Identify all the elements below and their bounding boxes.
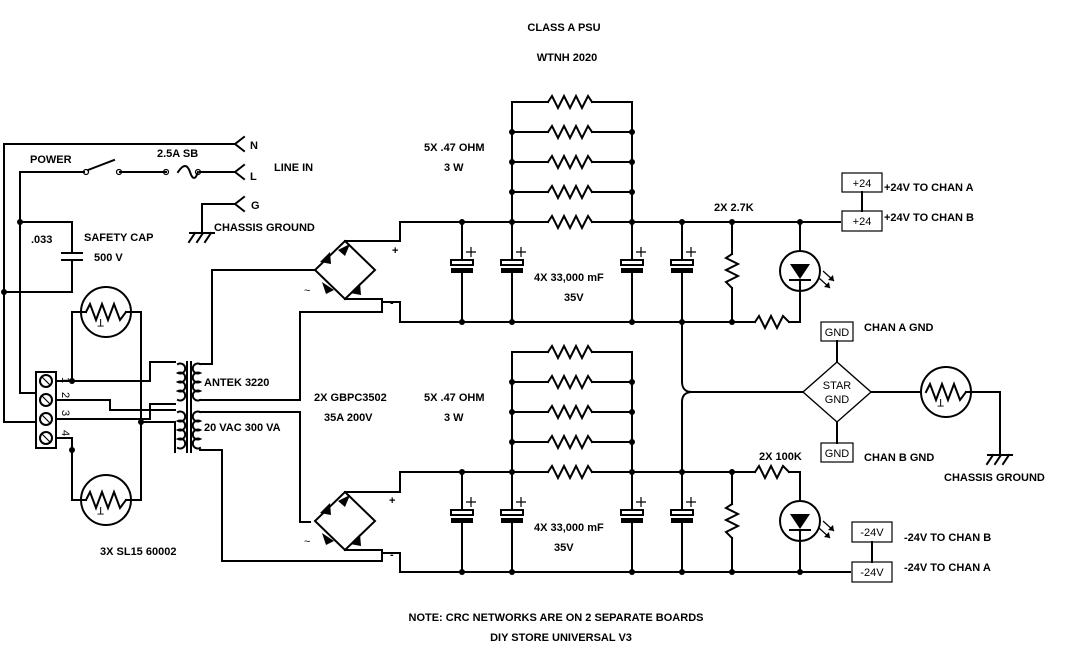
thermistor-3-symbol: T [937, 396, 944, 408]
gnd-a-label: CHAN A GND [864, 322, 934, 334]
top-out1-box: +24 [853, 178, 872, 190]
top-resistors-w-label: 3 W [444, 162, 464, 174]
top-led-res-label: 2X 2.7K [714, 202, 754, 214]
author: WTNH 2020 [537, 52, 598, 64]
top-caps-label: 4X 33,000 mF [534, 272, 604, 284]
thermistor-1-symbol: T [97, 316, 104, 328]
bottom-resistors-label: 5X .47 OHM [424, 392, 485, 404]
bridge-bottom-ac: ~ [304, 536, 310, 548]
star-ground [680, 321, 1013, 473]
gnd-b-label: CHAN B GND [864, 452, 934, 464]
n-label: N [250, 140, 258, 152]
bottom-led-res-label: 2X 100K [759, 451, 802, 463]
g-label: G [251, 200, 260, 212]
bridge-top-plus: + [392, 245, 398, 257]
chassis-ground-label: CHASSIS GROUND [214, 222, 315, 234]
mains-input [1, 135, 246, 423]
bridge-rectifier-bottom [313, 471, 401, 573]
fuse-label: 2.5A SB [157, 148, 198, 160]
note-line-2: DIY STORE UNIVERSAL V3 [490, 632, 632, 644]
cap-voltage-label: 500 V [94, 252, 123, 264]
terminal-block [35, 371, 57, 449]
power-label: POWER [30, 154, 72, 166]
thermistor-label: 3X SL15 60002 [100, 546, 176, 558]
pin-3: 3 [59, 410, 71, 416]
rectifier-rating: 35A 200V [324, 412, 373, 424]
chassis-ground-right-label: CHASSIS GROUND [944, 472, 1045, 484]
star-gnd-line1: STAR [823, 380, 852, 392]
top-out1-label: +24V TO CHAN A [884, 182, 974, 194]
l-label: L [250, 171, 257, 183]
bottom-out1-box: -24V [860, 527, 884, 539]
bottom-resistors-w-label: 3 W [444, 412, 464, 424]
title: CLASS A PSU [527, 22, 600, 34]
transformer-rating: 20 VAC 300 VA [204, 422, 281, 434]
top-resistors-label: 5X .47 OHM [424, 142, 485, 154]
crc-network-bottom [399, 343, 893, 583]
thermistor-2-symbol: T [97, 504, 104, 516]
line-in-label: LINE IN [274, 162, 313, 174]
star-gnd-line2: GND [825, 394, 850, 406]
bottom-out1-label: -24V TO CHAN B [904, 532, 991, 544]
crc-network-top [399, 93, 883, 331]
top-out2-label: +24V TO CHAN B [884, 212, 974, 224]
bridge-bottom-plus: + [389, 495, 395, 507]
bottom-out2-label: -24V TO CHAN A [904, 562, 991, 574]
transformer-model: ANTEK 3220 [204, 377, 269, 389]
pin-4: 4 [59, 430, 71, 436]
pin-2: 2 [59, 392, 71, 398]
top-caps-v-label: 35V [564, 292, 584, 304]
gnd-a-box: GND [825, 327, 850, 339]
note-line-1: NOTE: CRC NETWORKS ARE ON 2 SEPARATE BOA… [409, 612, 704, 624]
bridge-bottom-minus: - [390, 549, 394, 561]
bridge-top-minus: - [390, 297, 394, 309]
rectifier-model: 2X GBPC3502 [314, 392, 387, 404]
bottom-out2-box: -24V [860, 567, 884, 579]
bottom-caps-label: 4X 33,000 mF [534, 522, 604, 534]
bridge-top-ac: ~ [304, 285, 310, 297]
cap-value-label: .033 [31, 234, 52, 246]
gnd-b-box: GND [825, 448, 850, 460]
primary-wiring [55, 286, 176, 526]
bottom-caps-v-label: 35V [554, 542, 574, 554]
safety-cap-label: SAFETY CAP [84, 232, 153, 244]
top-out2-box: +24 [853, 216, 872, 228]
bridge-rectifier-top [313, 221, 401, 323]
